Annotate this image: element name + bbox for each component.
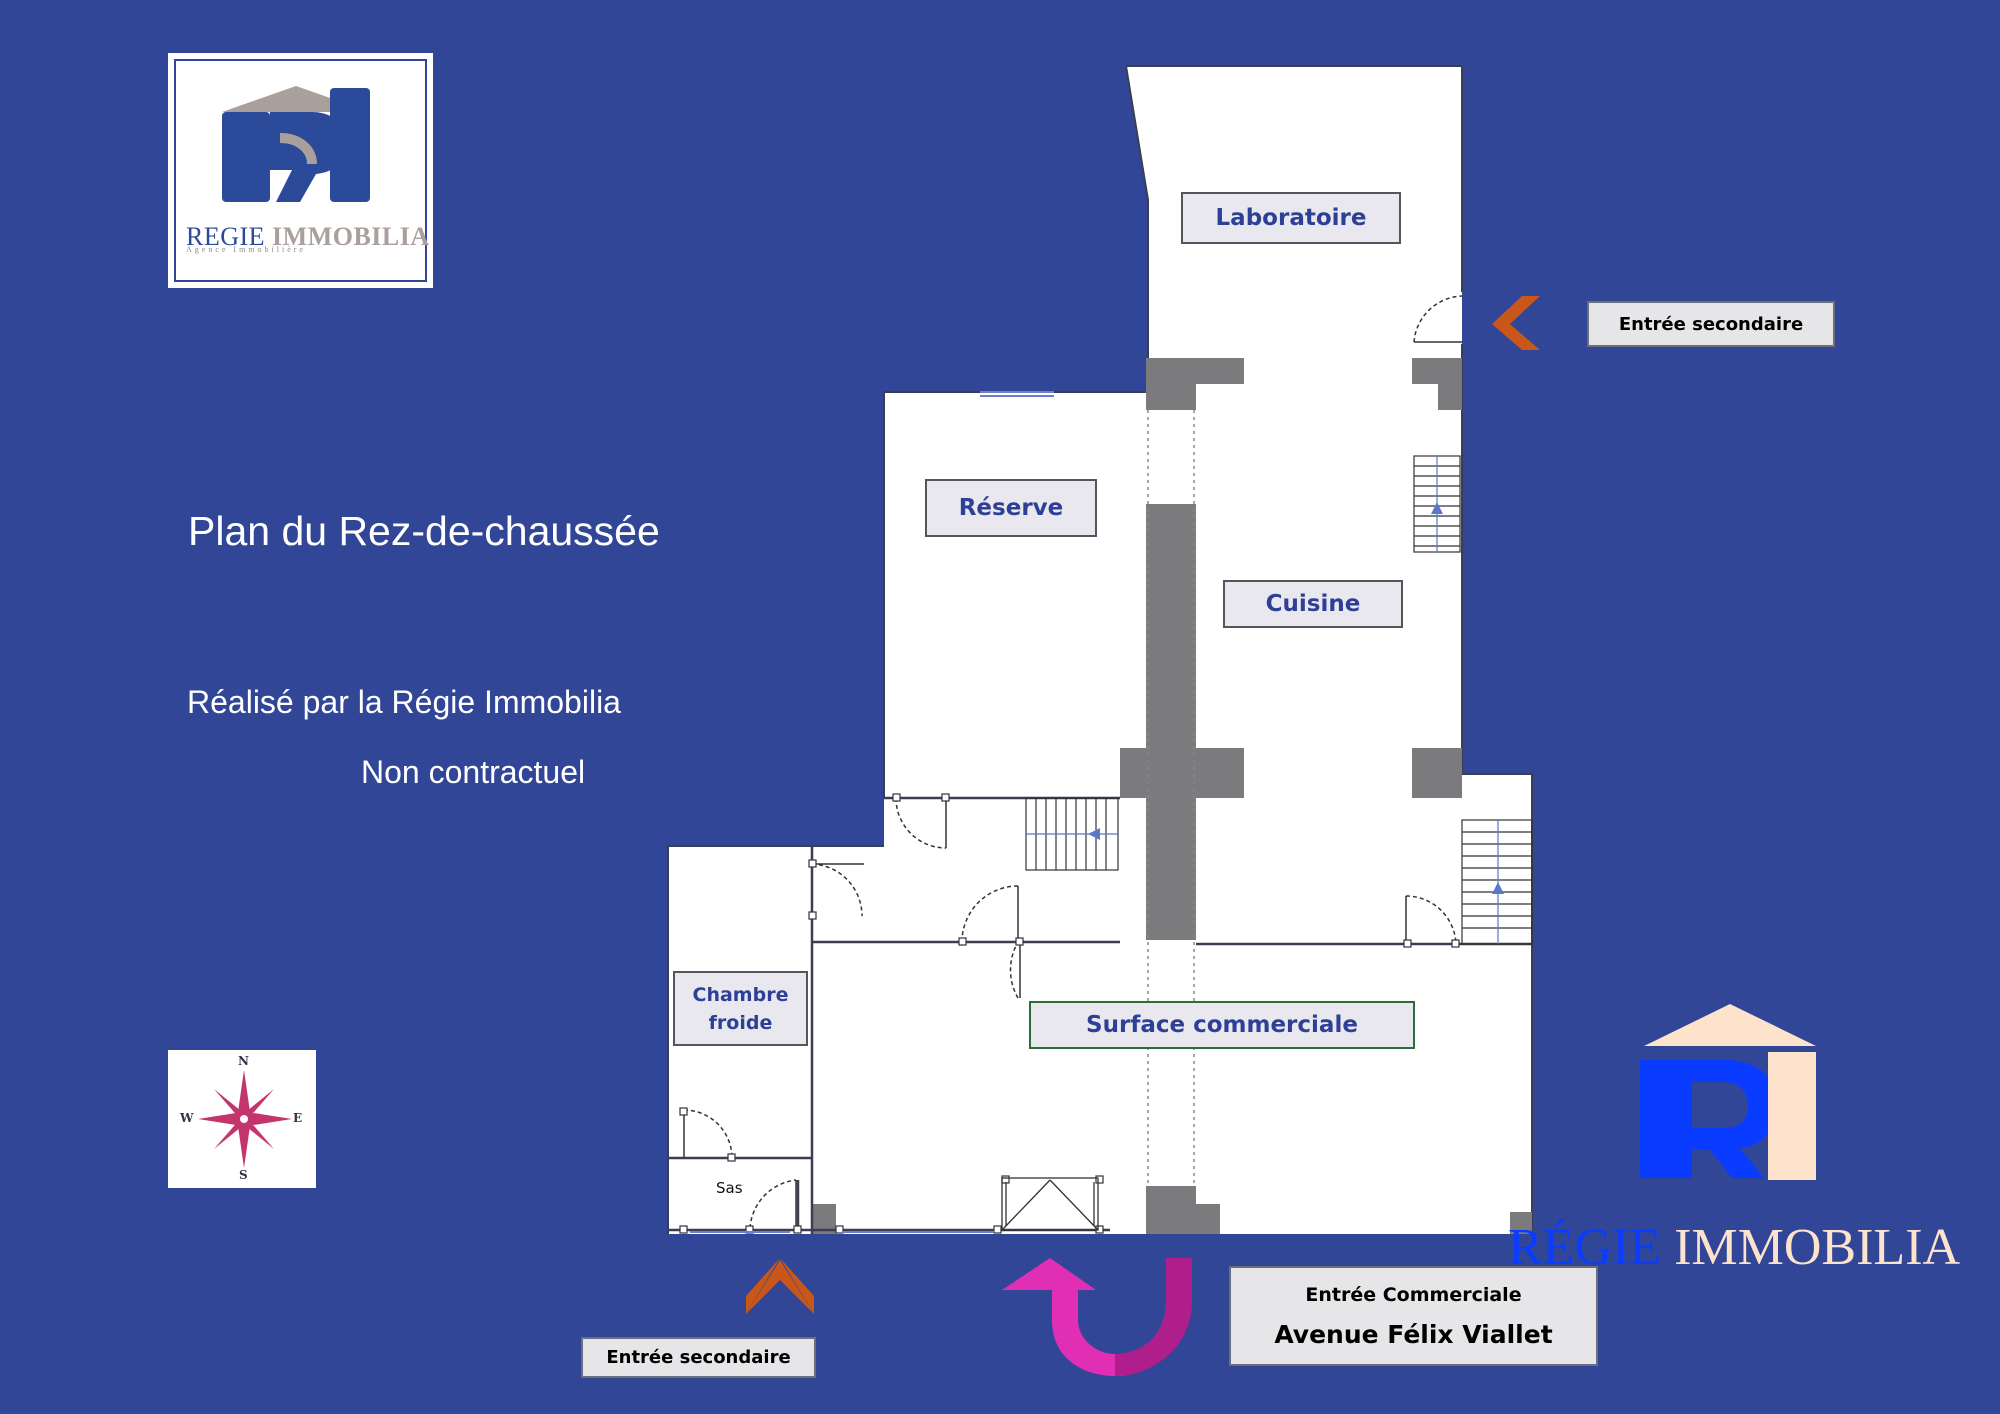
stairs-central bbox=[1025, 797, 1119, 871]
room-label-chambre-froide: Chambre froide bbox=[673, 971, 808, 1046]
entree-commerciale-title: Entrée Commerciale bbox=[1305, 1283, 1522, 1306]
label-entree-secondaire-sud: Entrée secondaire bbox=[581, 1337, 816, 1378]
corridor-lines bbox=[1147, 410, 1195, 1186]
stairs-south-east bbox=[1461, 819, 1533, 945]
arrow-secondary-south bbox=[746, 1258, 814, 1314]
compass-south: S bbox=[239, 1168, 248, 1182]
compass-east: E bbox=[293, 1111, 303, 1125]
stairs-arrow-east bbox=[1431, 502, 1443, 514]
logo-tagline: Agence Immobilière bbox=[186, 245, 306, 254]
compass-west: W bbox=[180, 1111, 194, 1125]
windows bbox=[690, 391, 1054, 1233]
street-name: Avenue Félix Viallet bbox=[1274, 1319, 1553, 1349]
credit-text: Réalisé par la Régie Immobilia bbox=[187, 684, 621, 720]
stairs-arrow-central bbox=[1088, 828, 1100, 840]
room-label-reserve: Réserve bbox=[925, 479, 1097, 537]
disclaimer-text: Non contractuel bbox=[361, 754, 586, 790]
logo-emblem-layer bbox=[222, 86, 370, 202]
page-title: Plan du Rez-de-chaussée bbox=[188, 508, 660, 554]
label-entree-secondaire-est: Entrée secondaire bbox=[1587, 301, 1835, 347]
room-label-surface-commerciale: Surface commerciale bbox=[1029, 1001, 1415, 1049]
door-swings bbox=[683, 295, 1463, 1229]
compass-rose-layer bbox=[198, 1070, 292, 1168]
arrow-secondary-east bbox=[1492, 296, 1540, 350]
room-label-cuisine: Cuisine bbox=[1223, 580, 1403, 628]
commercial-door-frame bbox=[1001, 1177, 1099, 1231]
arrow-commercial-entrance bbox=[1002, 1258, 1192, 1376]
door-nodes bbox=[679, 793, 1460, 1234]
arrow-secondary-south-fill bbox=[746, 1260, 814, 1314]
stairs-arrow-south-east bbox=[1492, 882, 1504, 894]
room-label-laboratoire: Laboratoire bbox=[1181, 192, 1401, 244]
label-entree-commerciale: Entrée Commerciale Avenue Félix Viallet bbox=[1229, 1266, 1598, 1366]
compass-north: N bbox=[238, 1054, 249, 1068]
brand-name: RÉGIE IMMOBILIA bbox=[1508, 1219, 1961, 1276]
walls bbox=[812, 358, 1532, 1234]
outer-walls bbox=[667, 65, 1533, 1234]
logo-name: REGIE IMMOBILIA bbox=[186, 222, 430, 251]
brand-emblem bbox=[1640, 1004, 1816, 1180]
room-label-sas: Sas bbox=[716, 1179, 743, 1197]
